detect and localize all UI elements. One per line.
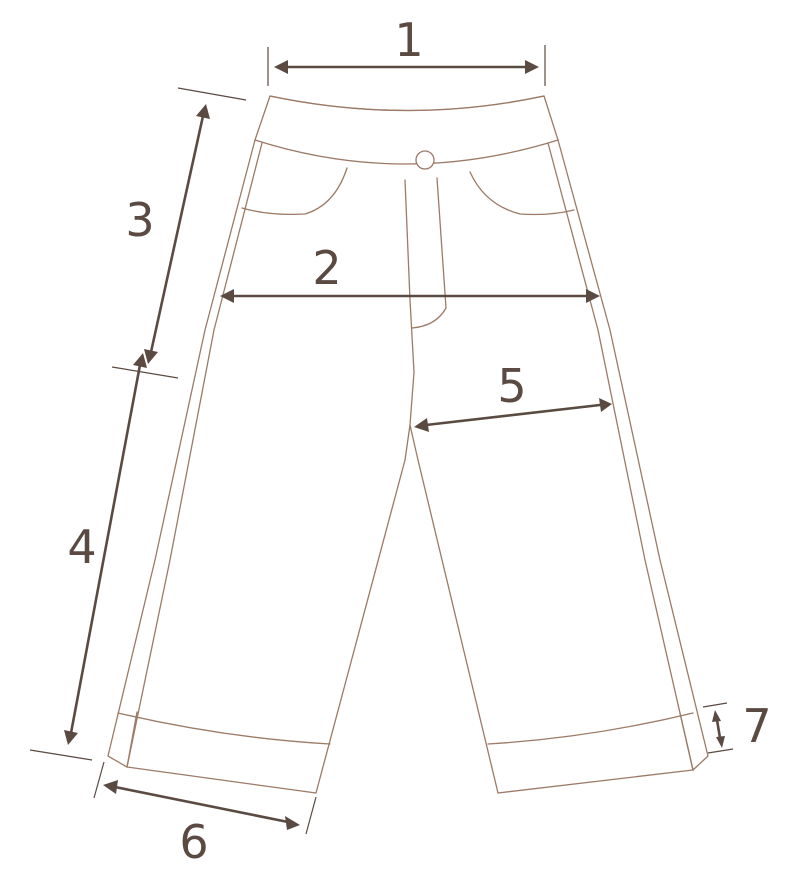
cuff-top-tick xyxy=(702,702,728,708)
opening-dimension-line xyxy=(113,785,290,824)
arrowhead-bottom xyxy=(144,349,158,364)
measurement-5-thigh: 5 xyxy=(414,359,612,432)
leg-bottom-tick xyxy=(29,749,93,761)
left-pocket xyxy=(241,167,348,216)
right-cuff xyxy=(487,712,694,745)
measurement-label-1: 1 xyxy=(394,13,423,67)
arrowhead-right xyxy=(525,60,539,74)
cuff-bottom-tick xyxy=(707,748,734,754)
rise-top-tick xyxy=(177,87,247,101)
arrowhead-top xyxy=(196,104,210,119)
rise-bottom-tick xyxy=(111,366,179,379)
measurement-3-rise: 3 xyxy=(111,87,247,379)
measurement-label-2: 2 xyxy=(312,241,341,295)
opening-right-tick xyxy=(305,796,317,835)
opening-left-tick xyxy=(93,761,105,799)
fly-placket xyxy=(411,177,447,329)
arrowhead-left xyxy=(414,418,429,432)
center-front-seam xyxy=(404,179,415,426)
measurement-7-cuff-height: 7 xyxy=(702,699,772,754)
waistband-top-edge xyxy=(269,95,545,112)
right-cuff-slit xyxy=(679,712,694,771)
measurement-label-3: 3 xyxy=(125,193,154,247)
measurement-label-7: 7 xyxy=(742,699,771,753)
arrowhead-right xyxy=(599,398,612,412)
arrowhead-right xyxy=(285,816,300,830)
left-cuff-slit xyxy=(126,711,138,768)
measurement-label-6: 6 xyxy=(179,815,208,869)
thigh-dimension-line xyxy=(424,403,602,427)
arrowhead-right xyxy=(586,289,600,303)
right-side-stripe xyxy=(547,142,694,771)
arrowhead-top xyxy=(133,353,147,368)
waist-button xyxy=(415,150,435,170)
arrowhead-bottom xyxy=(64,730,78,745)
right-pocket xyxy=(469,171,575,216)
measurement-6-leg-opening: 6 xyxy=(93,761,317,869)
measurement-label-5: 5 xyxy=(497,359,526,413)
measurement-4-leg-length: 4 xyxy=(29,353,147,761)
arrowhead-left xyxy=(274,60,288,74)
left-side-stripe xyxy=(126,142,263,768)
rise-dimension-line xyxy=(149,114,205,354)
measurement-2-hip: 2 xyxy=(220,241,600,303)
left-cuff xyxy=(117,712,331,745)
cuff-dimension-line xyxy=(715,718,722,740)
arrowhead-top xyxy=(712,710,721,722)
pants-outline xyxy=(107,95,709,794)
measurement-label-4: 4 xyxy=(67,520,96,574)
arrowhead-left xyxy=(103,780,118,794)
measurement-1-waist: 1 xyxy=(267,13,546,86)
pants-illustration xyxy=(107,95,709,794)
arrowhead-bottom xyxy=(716,736,725,748)
leg-dimension-line xyxy=(69,363,142,735)
arrowhead-left xyxy=(220,289,234,303)
waistband xyxy=(254,139,559,165)
